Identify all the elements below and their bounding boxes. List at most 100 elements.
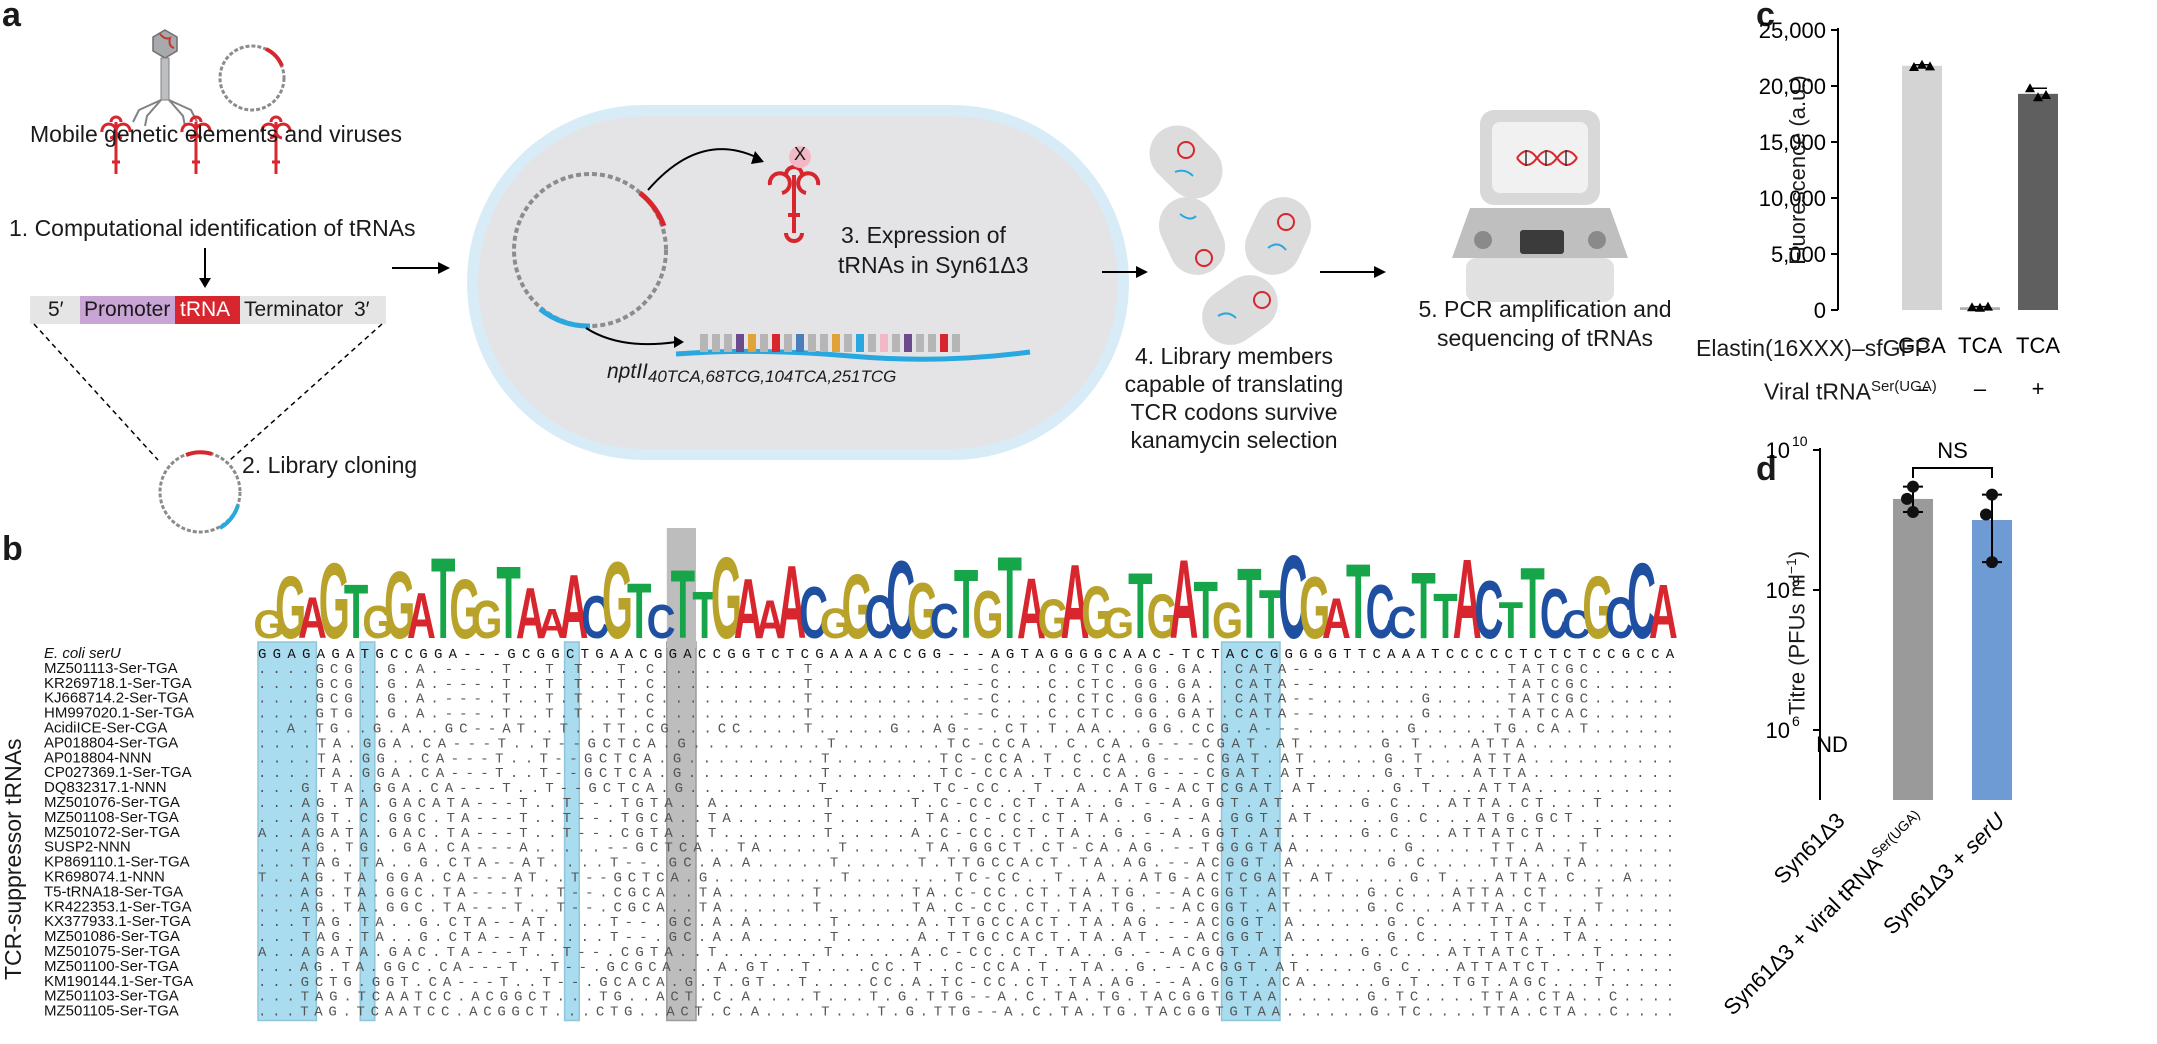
- logo-letter: G: [1081, 571, 1112, 655]
- logo-letter: A: [1061, 543, 1090, 661]
- alignment-row-name: KM190144.1-Ser-TGA: [44, 973, 193, 990]
- bar: [1893, 498, 1933, 800]
- step5-line2: sequencing of tRNAs: [1436, 325, 1654, 351]
- gene-name: nptII: [607, 360, 648, 383]
- logo-letter: G: [711, 534, 742, 664]
- logo-letter: C: [1475, 563, 1504, 656]
- step2-label: 2. Library cloning: [242, 452, 418, 478]
- y-tick-label: 0: [1814, 298, 1826, 323]
- construct-5prime: 5′: [48, 298, 64, 321]
- nd-label: ND: [1816, 732, 1848, 757]
- data-point: [1983, 301, 1993, 311]
- y-tick-exponent: 10: [1792, 433, 1808, 449]
- logo-letter: A: [734, 562, 763, 657]
- logo-letter: T: [1128, 555, 1153, 659]
- step4-line1: 4. Library members: [1134, 343, 1334, 369]
- alignment-row-name: KJ668714.2-Ser-TGA: [44, 690, 188, 707]
- data-point: [1986, 488, 1998, 501]
- ns-label: NS: [1937, 438, 1968, 463]
- alignment-highlight-4: [1220, 641, 1281, 1022]
- logo-letter: A: [559, 556, 588, 657]
- data-point: [1907, 506, 1919, 519]
- logo-letter: T: [344, 569, 368, 656]
- y-tick-label: 10,000: [1759, 186, 1826, 211]
- alignment-row-name: MZ501113-Ser-TGA: [44, 660, 178, 677]
- alignment-row-name: E. coli serU: [44, 645, 121, 662]
- alignment-highlight-0: [257, 641, 318, 1022]
- panel-b-y-title: TCR-suppressor tRNAs: [0, 738, 26, 980]
- panel-d-y-label: Titre (PFUs ml−1): [1783, 543, 1813, 723]
- logo-letter: C: [647, 596, 676, 649]
- trna-icons: [100, 115, 292, 174]
- logo-letter: C: [865, 582, 894, 651]
- logo-letter: G: [972, 577, 1003, 653]
- panel-c-letter: c: [1756, 0, 1775, 34]
- logo-letter: A: [1017, 561, 1046, 657]
- logo-letter: C: [1278, 531, 1307, 664]
- logo-letter: T: [1499, 591, 1523, 649]
- alignment-row-name: MZ501105-Ser-TGA: [44, 1003, 179, 1020]
- alignment-row-seq: ....TA.GGA.CA---T..T--GCTCA.G.........T.…: [258, 736, 1674, 752]
- alignment-row-name: MZ501072-Ser-TGA: [44, 824, 180, 841]
- alignment-row-seq: ....TA.GGA.CA---T..T--GCTCA.G.........T.…: [258, 766, 1674, 782]
- alignment-row-seq: ....TA.GG..CA---T..T--GCTCA.G.........T.…: [258, 751, 1674, 767]
- y-tick-exponent: 8: [1792, 573, 1800, 589]
- data-point: [2041, 89, 2051, 99]
- bar: [1902, 65, 1942, 310]
- logo-letter: T: [431, 535, 455, 663]
- logo-letter: T: [1259, 576, 1283, 653]
- row2-label: Viral tRNASer(UGA): [1764, 378, 1937, 406]
- construct-terminator: Terminator: [244, 298, 344, 321]
- construct-promoter: Promoter: [84, 298, 171, 321]
- row1-label: Elastin(16XXX)–sfGFP: [1696, 335, 1930, 361]
- logo-letter: T: [1520, 547, 1544, 660]
- logo-letter: C: [930, 593, 959, 649]
- logo-letter: A: [1170, 537, 1199, 662]
- alignment-row-seq: ...TAG.TA..G.CTA--AT....T--.GC.A.A.....T…: [258, 930, 1674, 946]
- logo-letter: T: [997, 532, 1021, 663]
- logo-letter: A: [1322, 587, 1351, 651]
- alignment-row-seq: ...TAG.TA..G.CTA--AT....T--.GC.A.A.....T…: [258, 915, 1674, 931]
- alignment-row-seq: ....GCG..G.A.---.T..T.T..T.C..........T.…: [258, 662, 1674, 678]
- alignment-row-seq: ...AG.TA.GGC.CA---T..T--.GCGCA...A.GT..T…: [258, 960, 1674, 976]
- logo-letter: G: [602, 540, 633, 662]
- data-point: [2025, 83, 2035, 93]
- viral-trna-sign: +: [2032, 376, 2045, 401]
- alignment-row-seq: ...AG.TA.GGC.TA---T..T--.CGCA..TA......T…: [258, 885, 1674, 901]
- ribosome-peptide-marks: [700, 334, 960, 352]
- alignment-row-seq: ...G.TA.GGA.CA---T..T--GCTCA.G.........T…: [258, 781, 1674, 797]
- alignment-highlight-2: [563, 641, 580, 1022]
- alignment-row-name: MZ501086-Ser-TGA: [44, 928, 180, 945]
- alignment-row-name: KX377933.1-Ser-TGA: [44, 913, 191, 930]
- construct-trna: tRNA: [180, 298, 231, 321]
- row2-label-sup: Ser(UGA): [1870, 378, 1937, 395]
- mobile-element-plasmid-icon: [218, 44, 286, 112]
- step3-line2: tRNAs in Syn61Δ3: [838, 252, 1029, 278]
- alignment-row-seq: ....GCG..G.A.---.T..T.T..T.C..........T.…: [258, 692, 1674, 708]
- data-point: [2033, 92, 2043, 102]
- step4-line3: TCR codons survive: [1130, 399, 1338, 425]
- cell-body: [478, 116, 1118, 449]
- alignment-row-seq: A..AGATA.GAC.TA---T..T--.CGTA..T.......T…: [258, 945, 1674, 961]
- logo-letter: G: [907, 567, 938, 656]
- y-tick-label: 25,000: [1759, 18, 1826, 43]
- alignment-row-name: MZ501103-Ser-TGA: [44, 988, 179, 1005]
- alignment-row-name: AP018804-NNN: [44, 749, 152, 766]
- alignment-highlight-3: [666, 641, 697, 1022]
- panel-b-letter: b: [2, 530, 23, 568]
- data-point: [1975, 302, 1985, 312]
- panel-a-letter: a: [2, 0, 21, 34]
- step3-line1: 3. Expression of: [841, 222, 1006, 248]
- step4-line2: capable of translating: [1124, 371, 1344, 397]
- sequencer-icon: [1452, 110, 1628, 302]
- alignment-graphics: GGAGTGGATGGTAAACGTCTTGAAACGGCCGCTGTAGAGG…: [44, 528, 1678, 1022]
- y-tick-label: 10: [1766, 438, 1790, 463]
- logo-letter: G: [319, 541, 350, 662]
- alignment-row-seq: ...AG.TG..GA.CA---A.....--GCTCA..TA.....…: [258, 841, 1674, 857]
- alignment-row-seq: ...AGT.C.GGC.TA---T..T--.TGCA..TA......T…: [258, 811, 1674, 827]
- alignment-row-name: KR698074.1-NNN: [44, 869, 165, 886]
- logo-letter: C: [1387, 598, 1416, 649]
- fluorescence-bar-chart: 05,00010,00015,00020,00025,000GCA–TCA–TC…: [1759, 18, 2061, 401]
- logo-letter: C: [1562, 603, 1591, 647]
